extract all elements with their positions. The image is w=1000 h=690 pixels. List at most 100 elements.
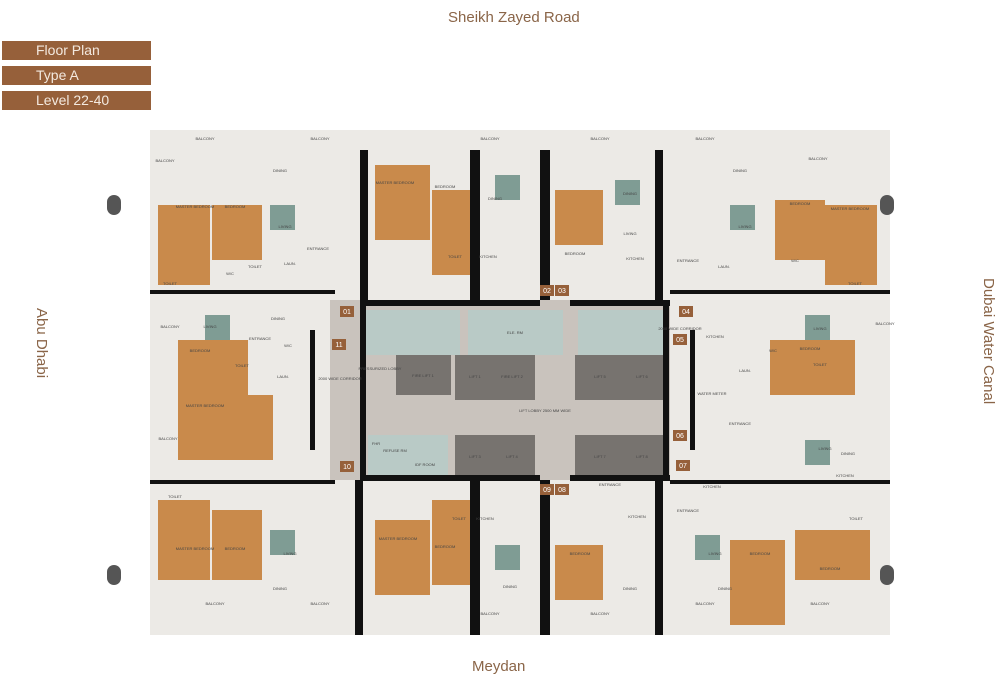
fire-lift-1-label: FIRE LIFT 1 xyxy=(412,373,434,378)
direction-east: Dubai Water Canal xyxy=(980,278,997,405)
living-rug xyxy=(805,440,830,465)
toilet-label: TOILET xyxy=(849,516,863,521)
unit-number: 10 xyxy=(343,464,351,471)
kitchen-label: KITCHEN xyxy=(836,473,854,478)
balcony-label: BALCONY xyxy=(310,601,329,606)
wall xyxy=(470,150,480,300)
dining-label: DINING xyxy=(841,451,855,456)
bedroom-floor xyxy=(375,520,430,595)
balcony-pod xyxy=(880,195,894,215)
unit-number-badge xyxy=(676,460,690,471)
lift-lobby-label: LIFT LOBBY 2500 MM WIDE xyxy=(519,408,571,413)
lift-label: LIFT 7 xyxy=(594,454,606,459)
living-label: LIVING xyxy=(738,224,751,229)
wic-label: W/C xyxy=(769,348,777,353)
living-label: LIVING xyxy=(203,324,216,329)
living-rug xyxy=(205,315,230,340)
wall xyxy=(360,150,368,305)
unit-number: 07 xyxy=(679,463,687,470)
kitchen-label: KITCHEN xyxy=(703,484,721,489)
bedroom-floor xyxy=(775,200,825,260)
bedroom-floor xyxy=(432,190,474,275)
balcony-label: BALCONY xyxy=(480,611,499,616)
unit-number-badge xyxy=(673,334,687,345)
master-bedroom-label: MASTER BEDROOM xyxy=(186,403,224,408)
balcony-label: BALCONY xyxy=(158,436,177,441)
wic-label: W/C xyxy=(284,343,292,348)
wall xyxy=(355,480,363,635)
balcony-label: BALCONY xyxy=(195,136,214,141)
bedroom-floor xyxy=(795,530,870,580)
balcony-label: BALCONY xyxy=(160,324,179,329)
floor-plan-label: Floor Plan xyxy=(2,41,151,60)
unit-number: 06 xyxy=(676,433,684,440)
toilet-label: TOILET xyxy=(163,281,177,286)
fire-lift-1 xyxy=(396,355,451,395)
lift-label: LIFT 1 xyxy=(469,374,481,379)
corridor-label: 2000 WIDE CORRIDOR xyxy=(318,376,361,381)
corridor-label: 2000 WIDE CORRIDOR xyxy=(658,326,701,331)
dining-label: DINING xyxy=(271,316,285,321)
direction-north: Sheikh Zayed Road xyxy=(448,9,580,26)
bedroom-label: BEDROOM xyxy=(570,551,591,556)
living-rug xyxy=(730,205,755,230)
lift-label: LIFT 8 xyxy=(636,454,648,459)
balcony-label: BALCONY xyxy=(810,601,829,606)
bedroom-label: BEDROOM xyxy=(190,348,211,353)
toilet-label: TOILET xyxy=(448,254,462,259)
entrance-label: ENTRANCE xyxy=(677,258,699,263)
stair-1 xyxy=(365,310,460,355)
bedroom-floor xyxy=(212,205,262,260)
living-rug xyxy=(615,180,640,205)
balcony-pod xyxy=(107,195,121,215)
laun-label: LAUN. xyxy=(739,368,751,373)
living-rug xyxy=(270,530,295,555)
dining-label: DINING xyxy=(733,168,747,173)
unit-number-badge xyxy=(340,461,354,472)
balcony-label: BALCONY xyxy=(590,136,609,141)
living-rug xyxy=(495,175,520,200)
wall xyxy=(150,290,335,294)
laun-label: LAUN. xyxy=(284,261,296,266)
unit-number-badge xyxy=(332,339,346,350)
living-label: LIVING xyxy=(623,231,636,236)
laun-label: LAUN. xyxy=(718,264,730,269)
toilet-label: TOILET xyxy=(848,281,862,286)
bedroom-floor xyxy=(158,205,210,285)
unit-number-badge xyxy=(340,306,354,317)
balcony-label: BALCONY xyxy=(590,611,609,616)
dining-label: DINING xyxy=(273,168,287,173)
lift-label: LIFT 3 xyxy=(469,454,481,459)
balcony-label: BALCONY xyxy=(808,156,827,161)
lift-label: LIFT 6 xyxy=(636,374,648,379)
wall xyxy=(540,480,550,635)
bedroom-floor xyxy=(375,165,430,240)
dining-label: DINING xyxy=(718,586,732,591)
unit-number: 11 xyxy=(335,342,342,349)
wall xyxy=(470,480,480,635)
bedroom-label: BEDROOM xyxy=(225,204,246,209)
bedroom-floor xyxy=(178,395,273,460)
wall xyxy=(570,300,670,306)
bedroom-floor xyxy=(825,205,877,285)
wall xyxy=(150,480,335,484)
ele-room-label: ELE. RM xyxy=(507,330,523,335)
bedroom-floor xyxy=(158,500,210,580)
bedroom-label: BEDROOM xyxy=(435,544,456,549)
living-label: LIVING xyxy=(283,551,296,556)
unit-number-badge xyxy=(555,484,569,495)
ele-room xyxy=(468,310,563,355)
entrance-label: ENTRANCE xyxy=(599,482,621,487)
toilet-label: TOILET xyxy=(452,516,466,521)
bedroom-label: BEDROOM xyxy=(435,184,456,189)
bedroom-label: BEDROOM xyxy=(790,201,811,206)
unit-number: 02 xyxy=(543,288,551,295)
wall xyxy=(655,150,663,305)
lifts-3-4 xyxy=(455,435,535,480)
kitchen-label: KITCHEN xyxy=(476,516,494,521)
bedroom-label: BEDROOM xyxy=(225,546,246,551)
living-rug xyxy=(695,535,720,560)
service-rooms xyxy=(368,435,448,480)
wall xyxy=(310,330,315,450)
fhr-label: FHR xyxy=(372,441,380,446)
